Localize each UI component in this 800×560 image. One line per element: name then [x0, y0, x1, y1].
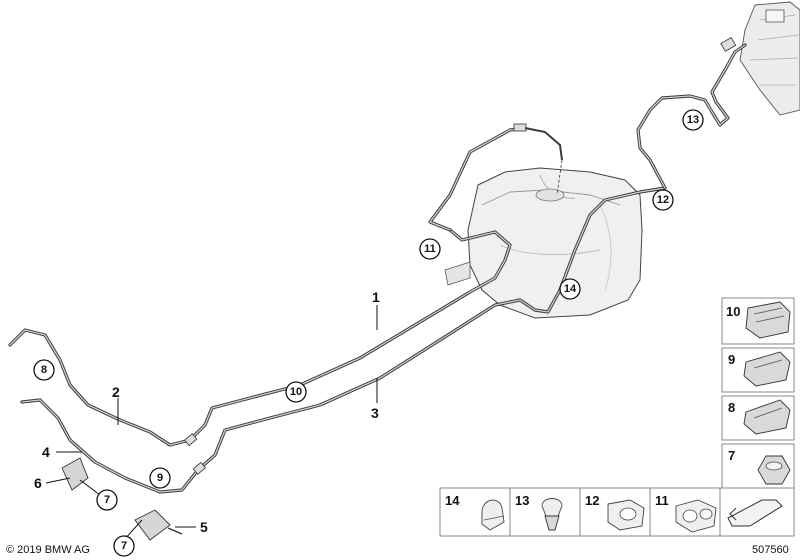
bottom-part-13-number: 13 — [515, 493, 529, 508]
bottom-part-box-12: 12 — [579, 487, 651, 537]
circled-callout-14: 14 — [559, 278, 581, 300]
callout-4: 4 — [42, 444, 50, 460]
circled-callout-11: 11 — [419, 238, 441, 260]
bottom-part-box-14: 14 — [439, 487, 511, 537]
callout-3: 3 — [371, 405, 379, 421]
side-part-9-number: 9 — [728, 352, 735, 367]
callout-12-text: 12 — [657, 194, 669, 206]
circled-callout-12: 12 — [652, 189, 674, 211]
bottom-part-box-13: 13 — [509, 487, 581, 537]
circled-callout-9: 9 — [149, 467, 171, 489]
arrow-icon — [727, 499, 783, 527]
fuel-pipes — [8, 36, 747, 494]
clip-8-icon — [743, 399, 791, 435]
bottom-part-12-number: 12 — [585, 493, 599, 508]
callout-2: 2 — [112, 384, 120, 400]
callout-10-text: 10 — [290, 386, 302, 398]
bracket-6 — [61, 457, 89, 491]
circled-callout-10: 10 — [285, 381, 307, 403]
clip-12-icon — [607, 499, 645, 531]
side-part-box-7: 7 — [721, 443, 795, 489]
callout-7b-text: 7 — [121, 540, 127, 552]
circled-callout-8: 8 — [33, 359, 55, 381]
clip-9-icon — [743, 351, 791, 387]
callout-14-text: 14 — [564, 283, 577, 295]
bottom-part-14-number: 14 — [445, 493, 460, 508]
clip-13-icon — [541, 498, 563, 531]
callout-8-text: 8 — [41, 364, 47, 376]
side-part-7-number: 7 — [728, 448, 735, 463]
clip-14-icon — [481, 499, 505, 531]
side-part-10-number: 10 — [726, 304, 740, 319]
callout-7a-text: 7 — [104, 494, 110, 506]
circled-callout-7a: 7 — [96, 489, 118, 511]
side-part-box-10: 10 — [721, 297, 795, 345]
callout-9-text: 9 — [157, 472, 163, 484]
callout-1: 1 — [372, 289, 380, 305]
circled-callout-7b: 7 — [113, 535, 135, 557]
callout-11-text: 11 — [424, 243, 436, 255]
callout-6: 6 — [34, 475, 42, 491]
bracket-5 — [134, 509, 183, 541]
side-part-box-8: 8 — [721, 395, 795, 441]
diagram-number: 507560 — [752, 544, 789, 556]
clip-11-icon — [675, 499, 717, 533]
leader-lines — [45, 305, 378, 541]
engine-block-fragment — [739, 1, 800, 116]
fuel-tank — [444, 167, 643, 319]
bottom-part-11-number: 11 — [655, 493, 669, 508]
circled-callout-13: 13 — [682, 109, 704, 131]
clip-10-icon — [745, 301, 791, 339]
bottom-part-box-misc — [719, 487, 795, 537]
copyright-text: © 2019 BMW AG — [6, 544, 90, 556]
callout-13-text: 13 — [687, 114, 699, 126]
bottom-part-box-11: 11 — [649, 487, 721, 537]
nut-icon — [757, 455, 791, 485]
callout-5: 5 — [200, 519, 208, 535]
side-part-box-9: 9 — [721, 347, 795, 393]
side-part-8-number: 8 — [728, 400, 735, 415]
